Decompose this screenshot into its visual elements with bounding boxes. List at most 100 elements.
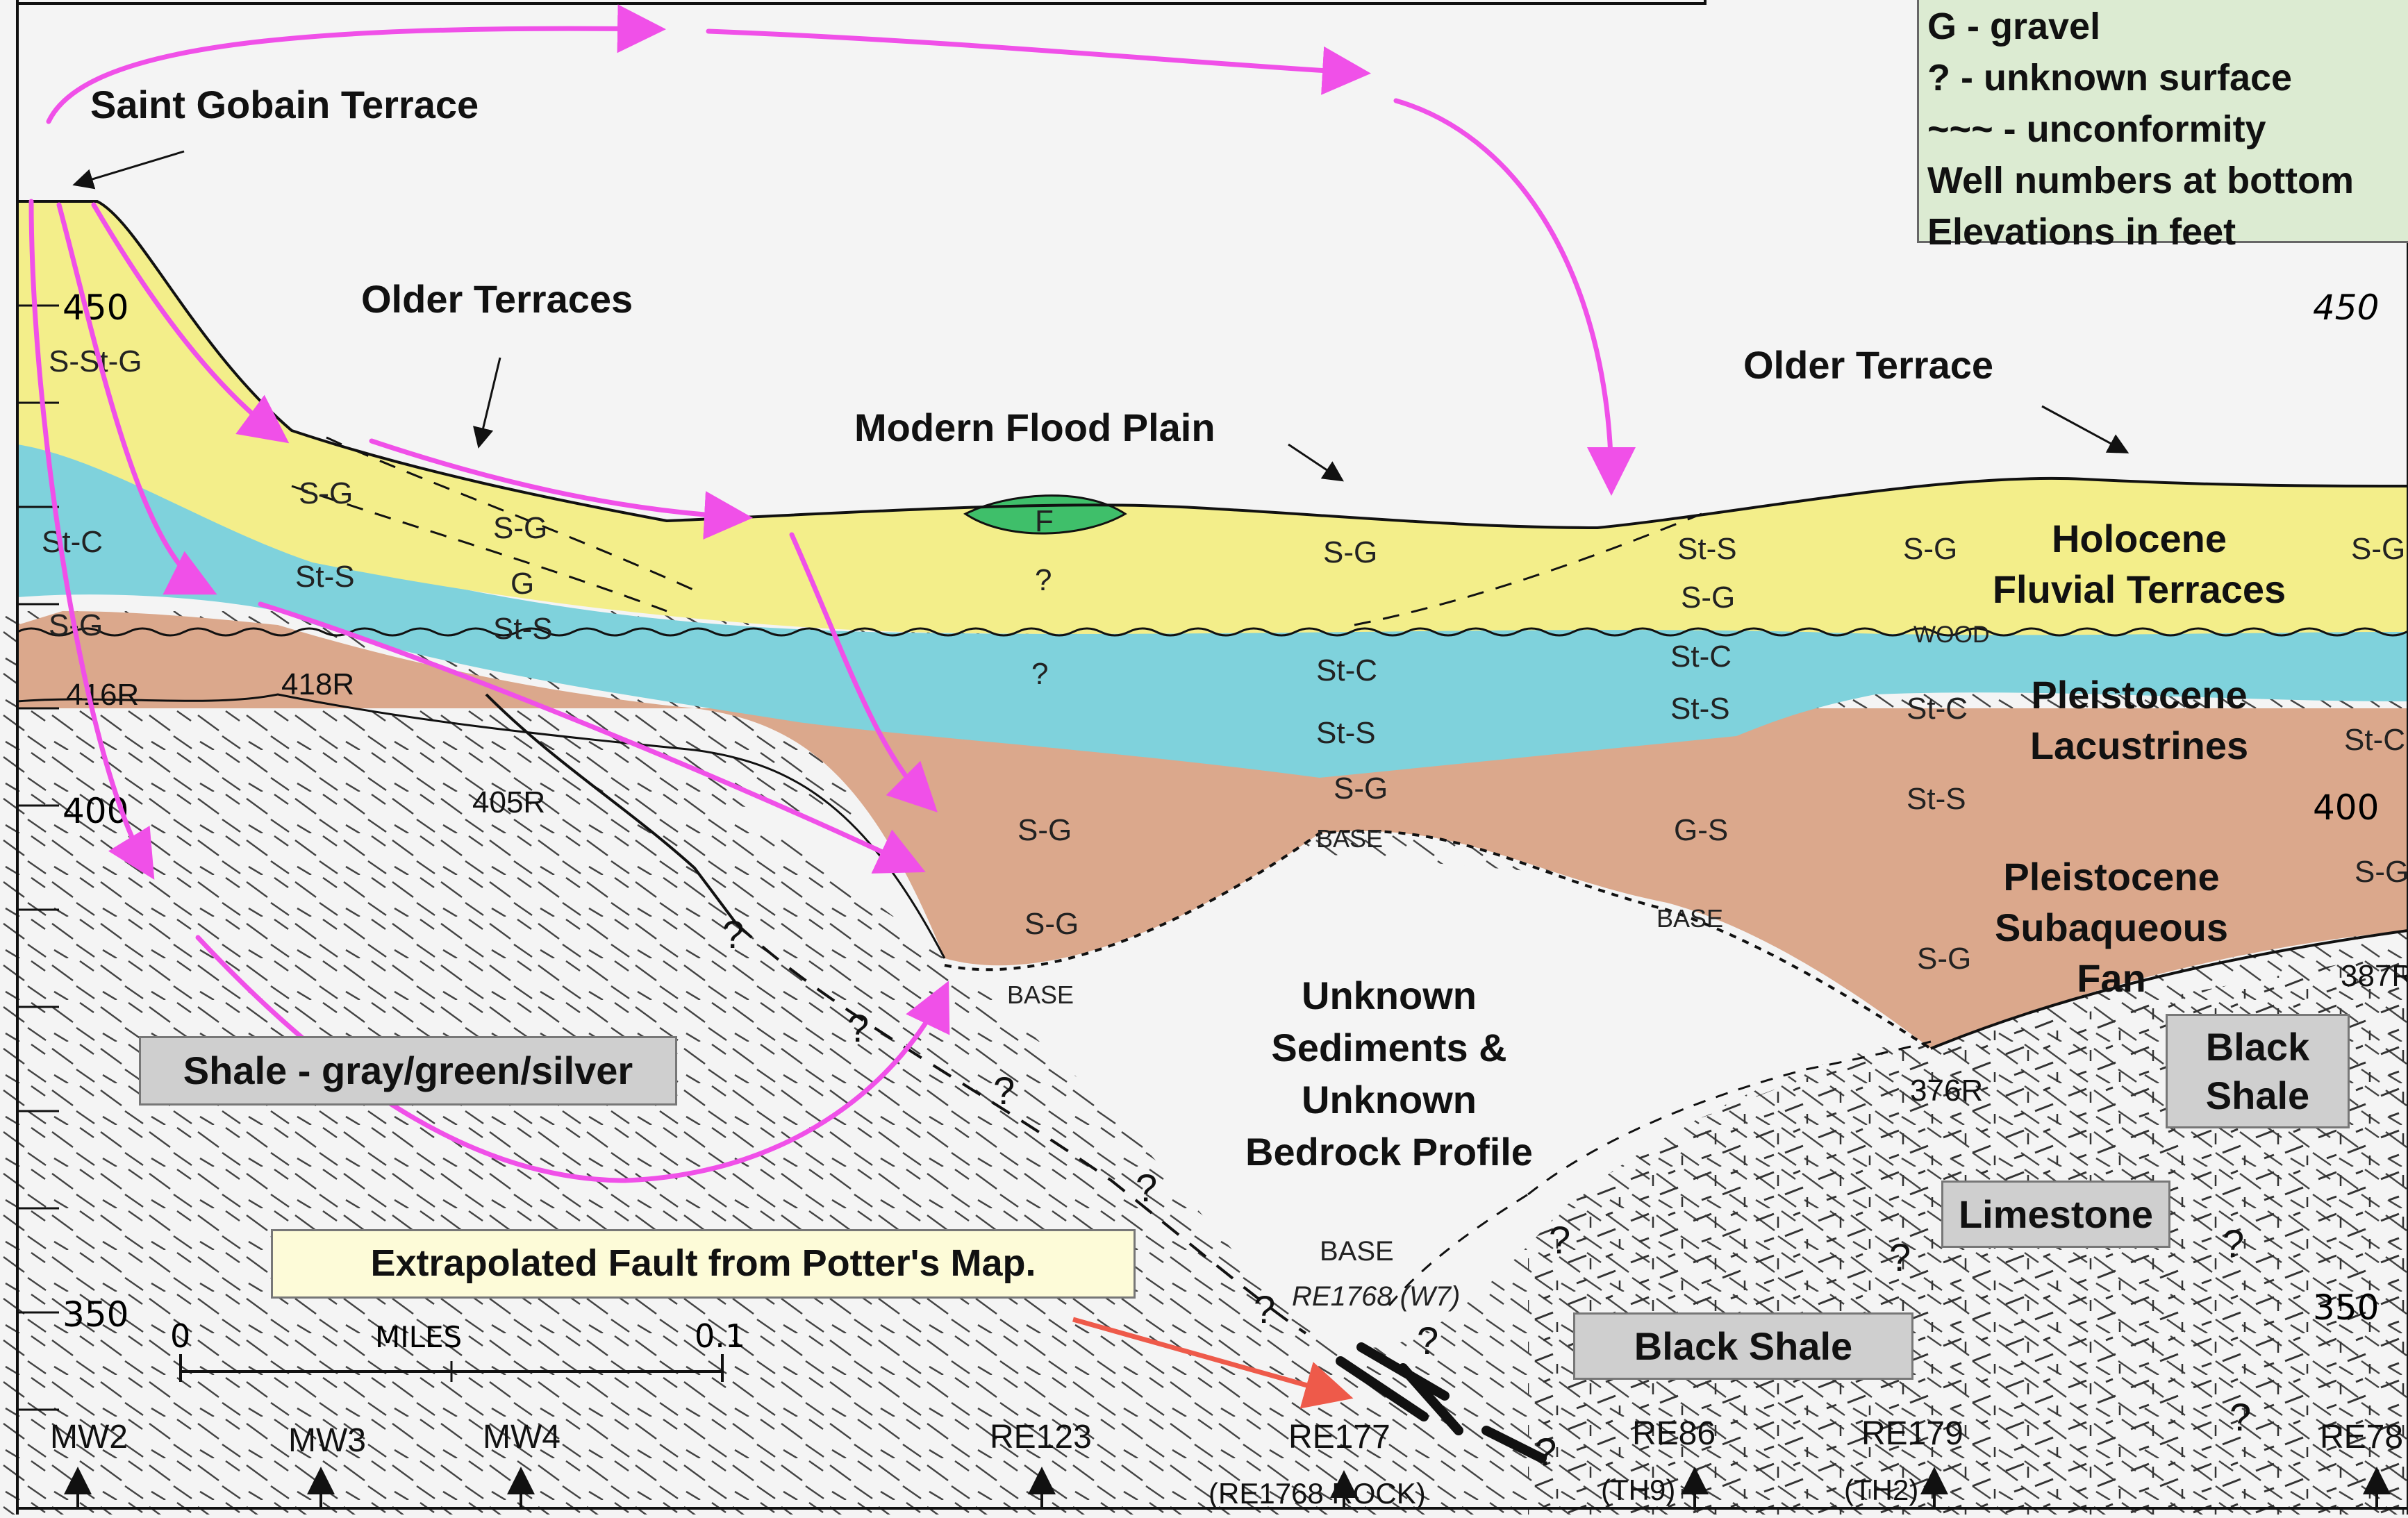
note-base-2: BASE <box>1656 904 1723 933</box>
box-black-shale-bottom: Black Shale <box>1573 1312 1913 1380</box>
box-black-shale-right-1: Black <box>2205 1024 2310 1069</box>
label-unknown-1: Unknown <box>1302 974 1477 1017</box>
note-st-s-5: St-S <box>1670 692 1730 726</box>
red-arrow <box>1072 1317 1354 1409</box>
note-st-s-2: St-S <box>493 612 553 646</box>
box-limestone-text: Limestone <box>1958 1192 2154 1236</box>
scale-tenth: 0.1 <box>695 1317 745 1355</box>
note-s-g-4: S-G <box>1334 771 1388 806</box>
elev-right-350: 350 <box>2313 1287 2379 1328</box>
fault-q-5: ? <box>1254 1287 1275 1331</box>
well-markers <box>64 1467 2391 1508</box>
leader-flood-plain <box>1288 443 1344 482</box>
legend-box: G - gravel ? - unknown surface ~~~ - unc… <box>1917 0 2408 253</box>
box-black-shale-bottom-text: Black Shale <box>1634 1324 1853 1368</box>
elev-right-400: 400 <box>2313 787 2379 828</box>
note-g-s: G-S <box>1674 813 1728 847</box>
note-st-c-3: St-C <box>1670 640 1732 674</box>
note-st-s-6: St-S <box>1907 782 1966 816</box>
arrow-top-2 <box>706 28 1371 95</box>
fault-q-9: ? <box>1889 1235 1911 1279</box>
well-re78: RE78 <box>2320 1419 2403 1456</box>
label-pleistocene-lac-2: Lacustrines <box>2030 724 2248 767</box>
box-shale: Shale - gray/green/silver <box>139 1036 677 1106</box>
note-st-s-4: St-S <box>1677 532 1737 566</box>
note-q-1: ? <box>1035 563 1052 597</box>
fault-q-6: ? <box>1417 1319 1438 1362</box>
fault-q-3: ? <box>993 1069 1015 1112</box>
label-holocene-2: Fluvial Terraces <box>1993 567 2286 611</box>
arrow-terrace <box>369 438 753 540</box>
left-ticks <box>17 200 59 1411</box>
legend-line-well-numbers: Well numbers at bottom <box>1927 160 2355 201</box>
arrow-fan-long <box>258 601 926 874</box>
note-s-g-6: S-G <box>1903 532 1957 566</box>
bedrock-dashed-right <box>1527 1040 1932 1196</box>
note-s-g-8: S-G <box>1018 813 1072 847</box>
elev-left-450: 450 <box>63 287 128 328</box>
note-wood: WOOD <box>1913 622 1990 648</box>
label-holocene-1: Holocene <box>2052 517 2227 560</box>
terrace-dashed-3 <box>1354 512 1702 626</box>
label-pleistocene-fan-1: Pleistocene <box>2003 855 2219 899</box>
well-note-re1768-rock: (RE1768 ROCK) <box>1209 1477 1426 1510</box>
arrow-slope <box>91 202 290 444</box>
box-limestone: Limestone <box>1941 1181 2170 1248</box>
well-elev-376r: 376R <box>1910 1074 1983 1108</box>
well-re86: RE86 <box>1632 1415 1716 1452</box>
label-unknown-3: Unknown <box>1302 1078 1477 1121</box>
pleistocene-subaqueous-fan <box>17 611 2408 1049</box>
note-st-c-right: St-C <box>2344 723 2405 757</box>
note-st-c-4: St-C <box>1907 692 1968 726</box>
note-st-c-left: St-C <box>42 525 103 559</box>
note-s-g-7: S-G <box>1917 942 1971 976</box>
note-st-c-2: St-C <box>1316 653 1377 687</box>
arrow-left-2 <box>28 199 155 880</box>
well-elev-416r: 416R <box>66 678 139 712</box>
fault-q-1: ? <box>722 912 744 956</box>
well-re177: RE177 <box>1288 1419 1390 1456</box>
elev-left-350: 350 <box>63 1294 128 1335</box>
note-f: F <box>1035 504 1054 538</box>
label-unknown-4: Bedrock Profile <box>1245 1130 1533 1174</box>
scale-zero: 0 <box>170 1317 190 1355</box>
arrow-top-1 <box>46 4 666 124</box>
note-s-g-9: S-G <box>1024 907 1079 941</box>
box-fault: Extrapolated Fault from Potter's Map. <box>271 1229 1136 1299</box>
bedrock-dashed-mid <box>1388 1193 1529 1306</box>
legend-line-gravel: G - gravel <box>1927 6 2101 47</box>
well-elev-418r: 418R <box>281 667 354 701</box>
box-black-shale-right-2: Shale <box>2205 1073 2310 1117</box>
label-pleistocene-fan-3: Fan <box>2077 956 2146 1000</box>
scale-miles: MILES <box>375 1320 462 1354</box>
holocene-fluvial-terraces <box>17 201 2408 635</box>
bedrock-surface-right <box>1930 929 2408 1050</box>
note-s-g-1: S-G <box>299 476 353 510</box>
well-note-th9: (TH9) <box>1601 1474 1675 1506</box>
extrapolated-fault-line <box>735 922 1307 1335</box>
well-re123: RE123 <box>990 1419 1092 1456</box>
note-s-g-3: S-G <box>1323 535 1377 569</box>
legend-line-elevations: Elevations in feet <box>1927 211 2236 253</box>
leader-older-terrace <box>2041 405 2129 453</box>
unconformity-line <box>17 627 2408 637</box>
note-base-3: BASE <box>1007 981 1074 1009</box>
note-s-g-right: S-G <box>2351 532 2405 566</box>
well-elev-387r: 387R <box>2341 959 2408 993</box>
fan-base-dashed <box>944 829 1932 1050</box>
leader-saint-gobain <box>72 150 185 190</box>
label-modern-flood-plain: Modern Flood Plain <box>854 406 1215 449</box>
box-fault-text: Extrapolated Fault from Potter's Map. <box>370 1242 1036 1285</box>
label-older-terraces: Older Terraces <box>361 277 633 321</box>
legend-line-unconformity: ~~~ - unconformity <box>1927 108 2266 150</box>
well-note-th2: (TH2) <box>1844 1474 1918 1506</box>
label-pleistocene-fan-2: Subaqueous <box>1995 906 2228 949</box>
well-re179: RE179 <box>1861 1415 1963 1452</box>
ground-surface <box>17 200 2408 530</box>
fault-q-11: ? <box>2230 1395 2251 1439</box>
note-s-g-5: S-G <box>1681 581 1735 615</box>
note-s-g-2: S-G <box>493 511 547 545</box>
note-s-g-right-2: S-G <box>2355 855 2408 889</box>
